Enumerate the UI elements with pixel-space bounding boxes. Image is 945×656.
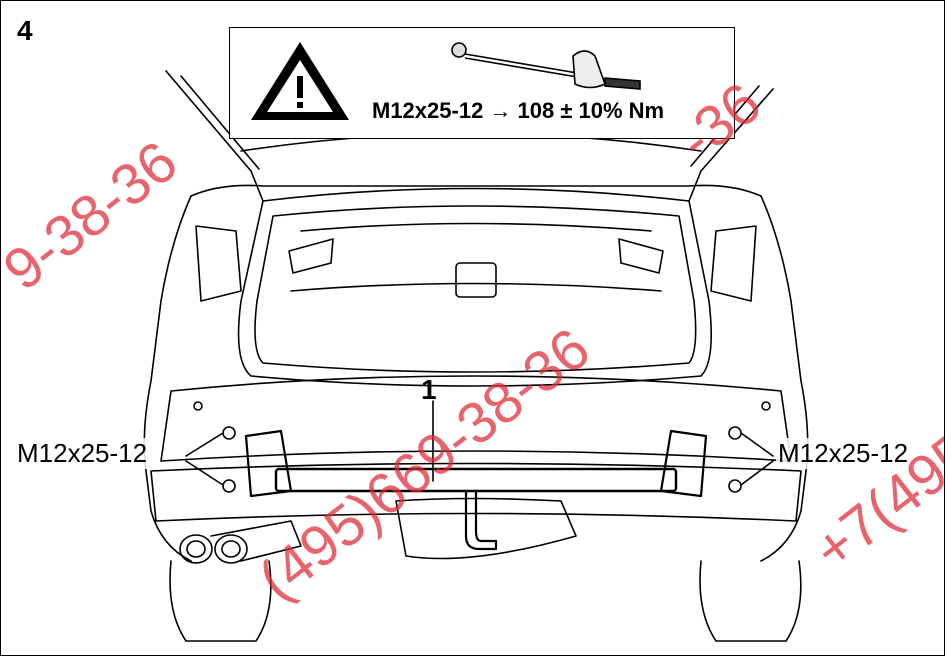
step-number: 4 [17,15,33,46]
bolt-label-right: M12x25-12 [776,438,911,469]
torque-spec-text: M12x25-12 → 108 ± 10% Nm [372,98,665,123]
torque-warning-box: M12x25-12 → 108 ± 10% Nm [229,27,735,139]
warning-triangle-icon [251,42,349,120]
bolt-label-left: M12x25-12 [15,438,150,469]
torque-wrench-icon [451,42,641,90]
part-callout-1: 1 [421,374,437,405]
